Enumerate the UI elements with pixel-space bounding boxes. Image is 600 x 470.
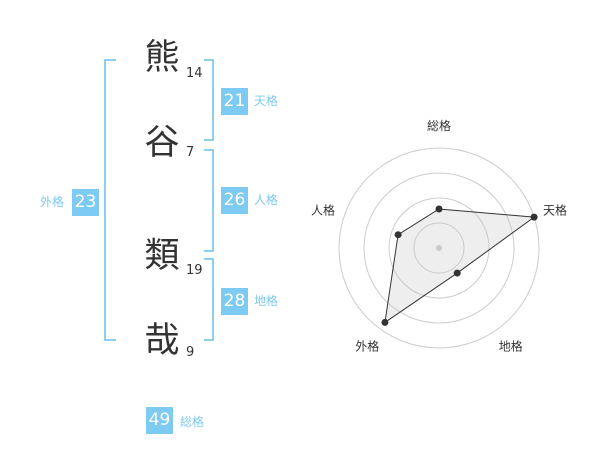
jinkaku-label: 人格 — [254, 193, 279, 207]
radar-ring — [388, 197, 490, 299]
jinkaku-score: 26 — [221, 187, 248, 214]
gaikaku-score: 23 — [72, 189, 99, 216]
stroke-count-4: 9 — [186, 345, 195, 360]
radar-point — [530, 213, 538, 221]
name-char-3: 類 — [144, 236, 180, 276]
radar-axis-label: 人格 — [311, 202, 335, 217]
chikaku-bracket — [204, 258, 214, 341]
radar-axis-label: 総格 — [427, 118, 451, 133]
name-char-4: 哉 — [144, 321, 180, 361]
jinkaku-bracket — [204, 149, 214, 252]
chikaku-label: 地格 — [254, 294, 279, 308]
radar-axis-label: 外格 — [355, 339, 379, 354]
radar-ring — [338, 147, 540, 349]
stroke-count-1: 14 — [186, 66, 203, 81]
radar-point — [435, 205, 443, 213]
tenkaku-score: 21 — [221, 88, 248, 115]
name-char-1: 熊 — [144, 38, 180, 78]
stroke-count-3: 19 — [186, 263, 203, 278]
soukaku-label: 総格 — [180, 415, 205, 429]
soukaku-score: 49 — [146, 407, 173, 434]
name-char-2: 谷 — [144, 123, 180, 163]
radar-center — [436, 245, 442, 251]
radar-axis-label: 地格 — [499, 339, 523, 354]
gaikaku-label: 外格 — [40, 195, 65, 209]
radar-point — [381, 318, 389, 326]
tenkaku-bracket — [204, 59, 214, 141]
radar-axis-label: 天格 — [543, 202, 567, 217]
radar-point — [394, 231, 402, 239]
chikaku-score: 28 — [221, 288, 248, 315]
radar-ring — [363, 172, 515, 324]
radar-area — [384, 208, 536, 324]
radar-ring — [413, 222, 465, 274]
stroke-count-2: 7 — [186, 145, 195, 160]
gaikaku-bracket — [104, 59, 116, 341]
radar-point — [453, 269, 461, 277]
tenkaku-label: 天格 — [254, 94, 279, 108]
